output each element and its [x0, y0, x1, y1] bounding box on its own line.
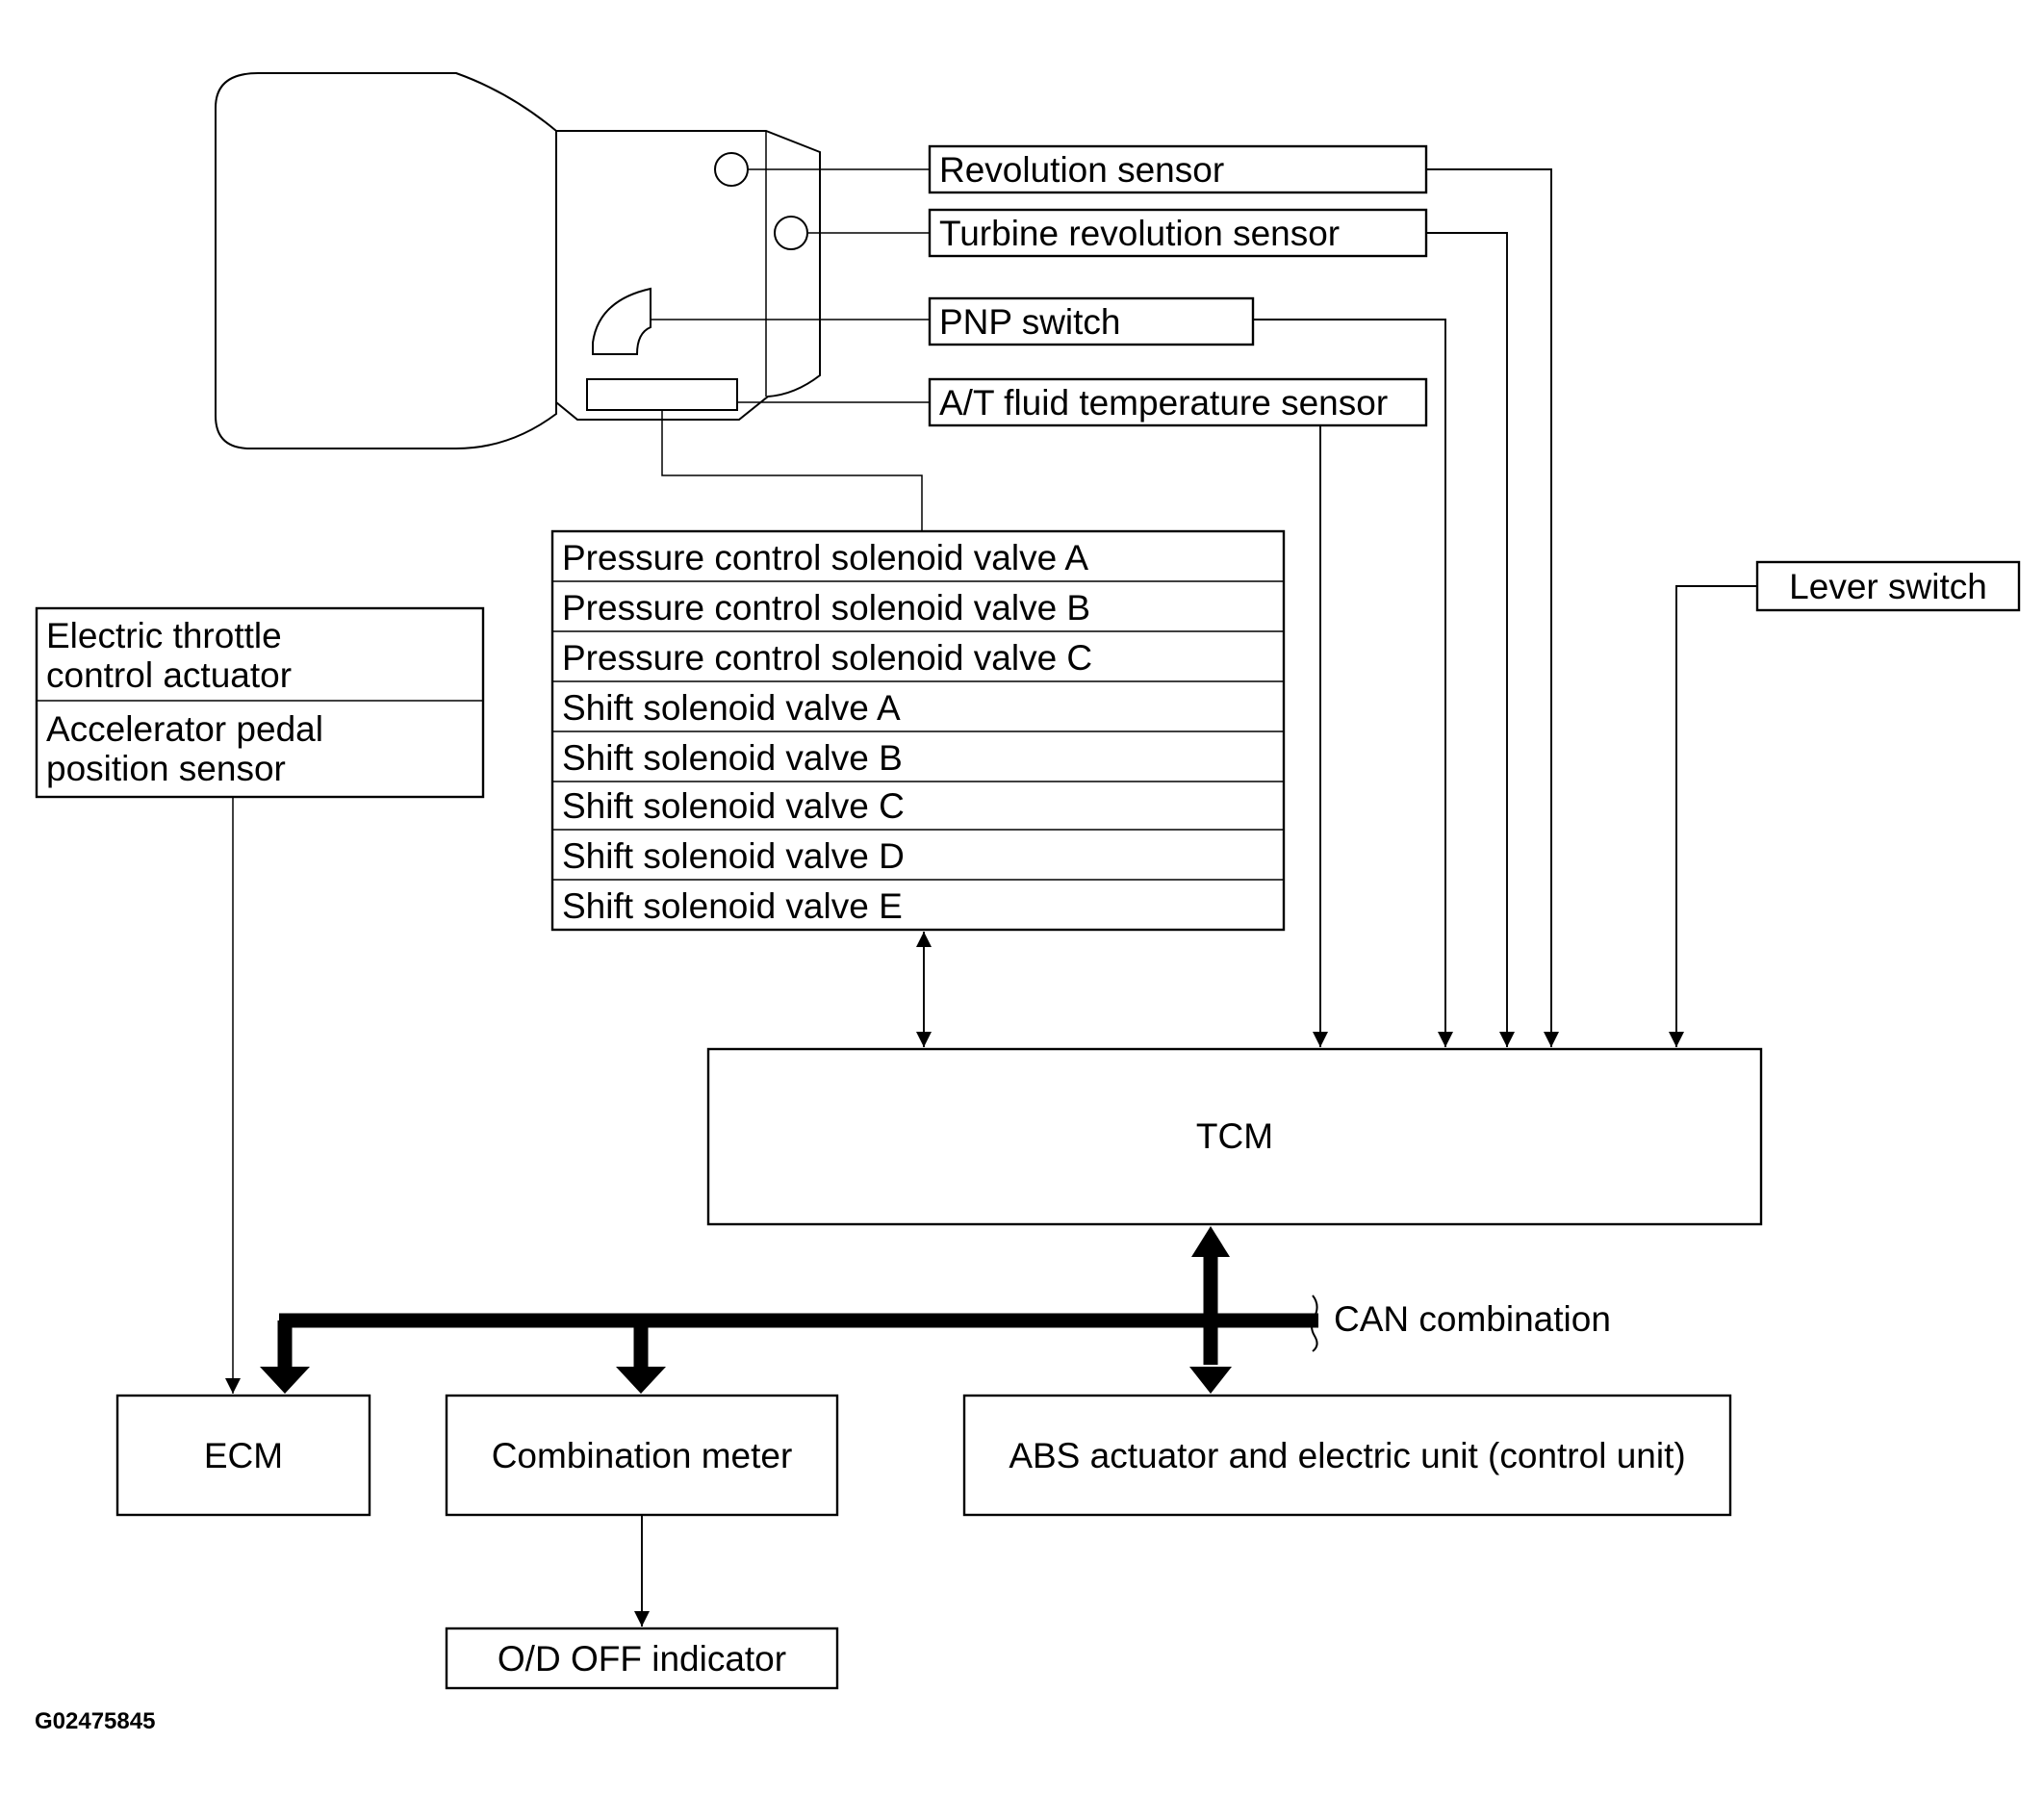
- fluid-temp-sensor-label: A/T fluid temperature sensor: [939, 383, 1388, 423]
- combination-meter-label: Combination meter: [492, 1436, 793, 1475]
- lever-switch-label: Lever switch: [1789, 567, 1987, 606]
- can-bus-label: CAN combination: [1334, 1299, 1611, 1339]
- abs-unit-label: ABS actuator and electric unit (control …: [1009, 1436, 1685, 1475]
- control-valve-body-icon: [586, 378, 738, 411]
- pnp-switch-icon: [592, 287, 652, 355]
- valve-row-label: Shift solenoid valve E: [562, 886, 903, 926]
- signal-wires: [225, 168, 1757, 1394]
- valve-row-label: Shift solenoid valve D: [562, 836, 905, 876]
- lever-switch-box: Lever switch: [1755, 560, 2021, 612]
- sensor-connection-lines: [651, 168, 930, 531]
- valve-row-label: Pressure control solenoid valve B: [562, 588, 1090, 628]
- od-off-indicator-box: O/D OFF indicator: [445, 1627, 839, 1690]
- transmission-drawing: [215, 72, 821, 449]
- turbine-sensor-port-icon: [774, 216, 808, 250]
- valve-row-label: Shift solenoid valve B: [562, 738, 903, 778]
- figure-id: G02475845: [35, 1708, 155, 1734]
- fluid-temp-sensor-box: A/T fluid temperature sensor: [928, 377, 1428, 427]
- sensor-revolution-label: Revolution sensor: [939, 150, 1224, 190]
- pedal-sensor-label: Accelerator pedal: [46, 709, 323, 749]
- od-off-indicator-label: O/D OFF indicator: [498, 1639, 786, 1679]
- revolution-sensor-port-icon: [714, 152, 749, 187]
- throttle-actuator-label: Electric throttle: [46, 616, 282, 655]
- throttle-pedal-box: Electric throttle control actuator Accel…: [35, 606, 485, 799]
- combination-meter-box: Combination meter: [445, 1394, 839, 1517]
- ecm-box: ECM: [115, 1394, 371, 1517]
- tcm-label: TCM: [1196, 1116, 1273, 1156]
- pedal-sensor-label: position sensor: [46, 749, 286, 788]
- pnp-switch-box: PNP switch: [928, 296, 1255, 346]
- valve-row-label: Pressure control solenoid valve A: [562, 538, 1088, 577]
- pnp-switch-label: PNP switch: [939, 302, 1121, 342]
- throttle-actuator-label: control actuator: [46, 655, 292, 695]
- sensor-turbine-label: Turbine revolution sensor: [939, 214, 1340, 253]
- valve-row-label: Shift solenoid valve C: [562, 786, 905, 826]
- tcm-box: TCM: [706, 1047, 1763, 1226]
- abs-unit-box: ABS actuator and electric unit (control …: [962, 1394, 1732, 1517]
- solenoid-valve-table: Pressure control solenoid valve A Pressu…: [550, 529, 1286, 932]
- valve-row-label: Pressure control solenoid valve C: [562, 638, 1092, 678]
- sensor-turbine-box: Turbine revolution sensor: [928, 208, 1428, 258]
- sensor-revolution-box: Revolution sensor: [928, 144, 1428, 194]
- valve-row-label: Shift solenoid valve A: [562, 688, 901, 728]
- can-bus: CAN combination: [260, 1226, 1611, 1394]
- ecm-label: ECM: [204, 1436, 283, 1475]
